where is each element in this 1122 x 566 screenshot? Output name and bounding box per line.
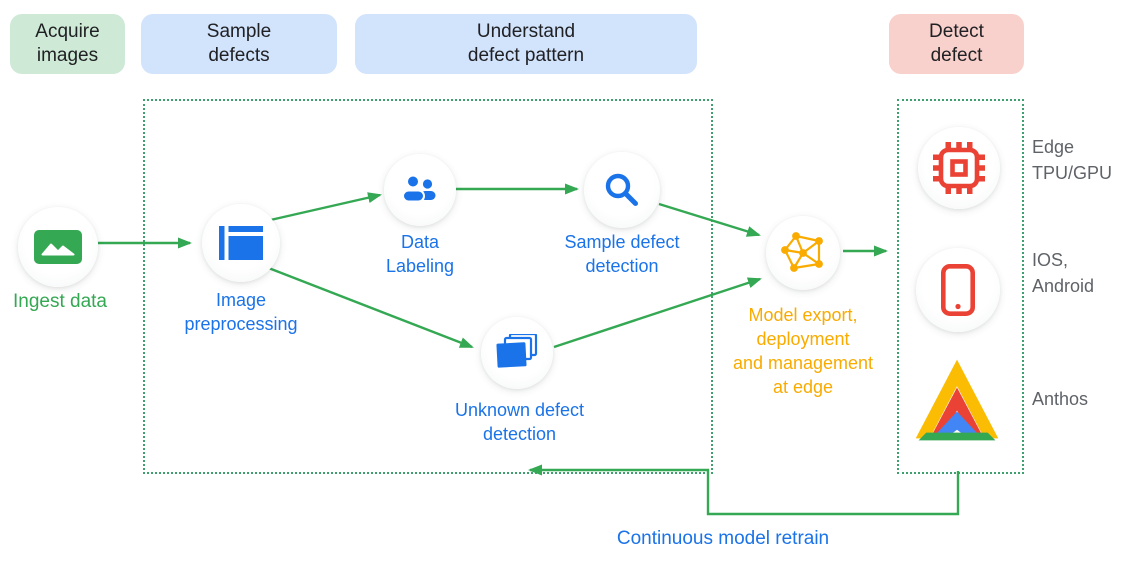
node-label-ingest-data: Ingest data: [12, 291, 108, 312]
node-unknown-defect-detection: [481, 317, 553, 389]
node-anthos: [909, 357, 1005, 448]
people-icon: [402, 175, 436, 203]
target-label-ios-android: IOS, Android: [1032, 250, 1095, 296]
node-ingest-data: [18, 207, 98, 287]
stage-label: Understand: [476, 21, 576, 42]
target-label-edge-tpu-gpu: Edge TPU/GPU: [1032, 137, 1113, 183]
chip-icon: [933, 142, 985, 194]
stage-pill-detect-defect: Detect defect: [889, 14, 1024, 74]
node-data-labeling: [384, 154, 456, 226]
node-label-data-labeling: Data Labeling: [385, 232, 455, 276]
stage-label: defects: [208, 45, 270, 66]
arrow-continuous-retrain-feedback: [528, 464, 960, 516]
node-label-unknown-defect-detection: Unknown defect detection: [454, 400, 585, 444]
stage-label: images: [36, 45, 99, 66]
stage-pill-understand-defect-pattern: Understand defect pattern: [355, 14, 697, 74]
node-image-preprocessing: [202, 204, 280, 282]
search-icon: [605, 173, 638, 206]
stage-label: Detect: [929, 21, 984, 42]
feedback-label: Continuous model retrain: [616, 528, 830, 549]
stage-pill-acquire-images: Acquire images: [10, 14, 125, 74]
stage-label: defect pattern: [467, 45, 585, 66]
deploy-region-box: [897, 99, 1024, 474]
node-sample-defect-detection: [584, 152, 660, 228]
anthos-logo: [915, 359, 999, 441]
smartphone-icon: [941, 264, 975, 316]
image-icon: [34, 230, 82, 264]
node-edge-tpu-gpu: [918, 127, 1000, 209]
stage-label: Sample: [206, 21, 272, 42]
network-graph-icon: [781, 232, 823, 272]
node-label-sample-defect-detection: Sample defect detection: [564, 232, 680, 276]
target-label-anthos: Anthos: [1032, 389, 1089, 409]
node-ios-android: [916, 248, 1000, 332]
node-model-export: [766, 216, 840, 290]
stage-label: defect: [930, 45, 983, 66]
window-icon: [219, 226, 263, 260]
stage-pill-sample-defects: Sample defects: [141, 14, 337, 74]
node-label-model-export: Model export, deployment and management …: [732, 305, 874, 397]
documents-icon: [496, 334, 538, 368]
node-label-image-preprocessing: Image preprocessing: [184, 290, 298, 334]
stage-label: Acquire: [35, 21, 100, 42]
